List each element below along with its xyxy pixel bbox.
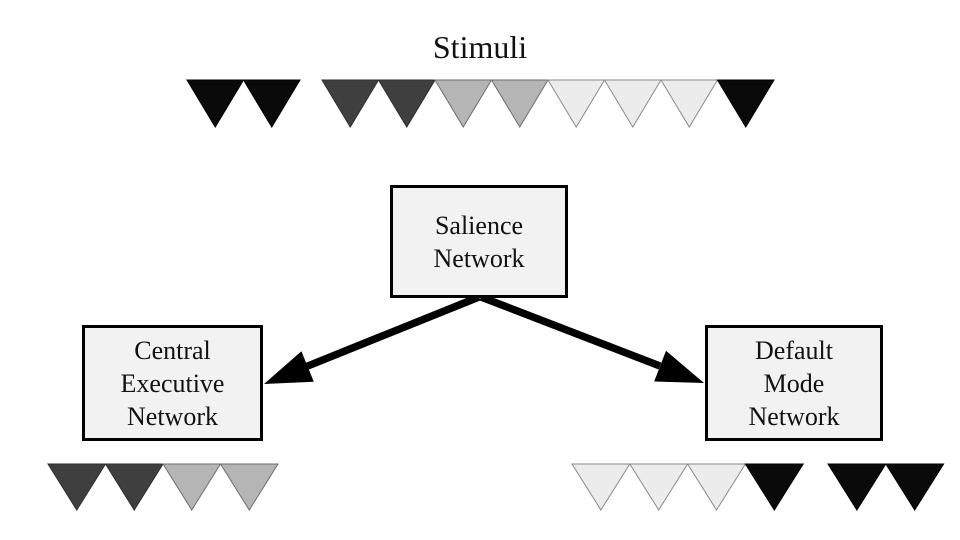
- dmn-label-line-1: Default: [755, 335, 833, 365]
- stimuli-row-triangle-medium: [490, 79, 549, 128]
- cen-label-line-3: Network: [127, 401, 218, 431]
- dmn-label-line-3: Network: [748, 401, 840, 431]
- stimuli-row-triangle-black: [186, 79, 245, 128]
- stimuli-row-triangle-black: [242, 79, 301, 128]
- cen-label-line-2: Executive: [120, 368, 225, 398]
- stimuli-title: Stimuli: [432, 29, 528, 65]
- stimuli-row-triangle-dark: [377, 79, 436, 128]
- stimuli-row-triangle-light: [603, 79, 662, 128]
- node-salience-network: Salience Network: [390, 185, 568, 298]
- salience-label-line-2: Network: [433, 243, 525, 273]
- dmn-input-row-triangle-light: [628, 463, 689, 511]
- dmn-input-row-triangle-black: [884, 463, 945, 511]
- node-default-mode-network: Default Mode Network: [705, 325, 883, 441]
- cen-input-row-triangle-medium: [162, 463, 222, 511]
- salience-label-line-1: Salience: [434, 210, 524, 240]
- cen-input-row-triangle-dark: [47, 463, 107, 511]
- arrow-shaft-left: [305, 293, 481, 370]
- stimuli-row-triangle-light: [547, 79, 606, 128]
- cen-label-line-1: Central: [134, 335, 211, 365]
- dmn-input-row-triangle-light: [571, 463, 631, 511]
- dmn-input-row-triangle-black: [744, 463, 805, 511]
- dmn-input-row-triangle-black: [827, 463, 887, 511]
- stimuli-row-triangle-medium: [434, 79, 493, 128]
- arrowhead-right-icon: [654, 350, 704, 383]
- cen-input-row-triangle-dark: [104, 463, 164, 511]
- arrow-shaft-right: [479, 293, 662, 370]
- stimulus-triangles: [47, 79, 945, 511]
- cen-input-row-triangle-medium: [219, 463, 279, 511]
- arrow-salience-to-cen: [264, 293, 481, 384]
- dmn-input-row-triangle-light: [686, 463, 747, 511]
- stimuli-row-triangle-black: [716, 79, 775, 128]
- arrowhead-left-icon: [264, 351, 314, 384]
- dmn-label-line-2: Mode: [763, 368, 825, 398]
- stimuli-row-triangle-dark: [321, 79, 380, 128]
- arrow-salience-to-dmn: [479, 293, 704, 383]
- node-central-executive-network: Central Executive Network: [82, 325, 263, 441]
- stimuli-row-triangle-light: [660, 79, 719, 128]
